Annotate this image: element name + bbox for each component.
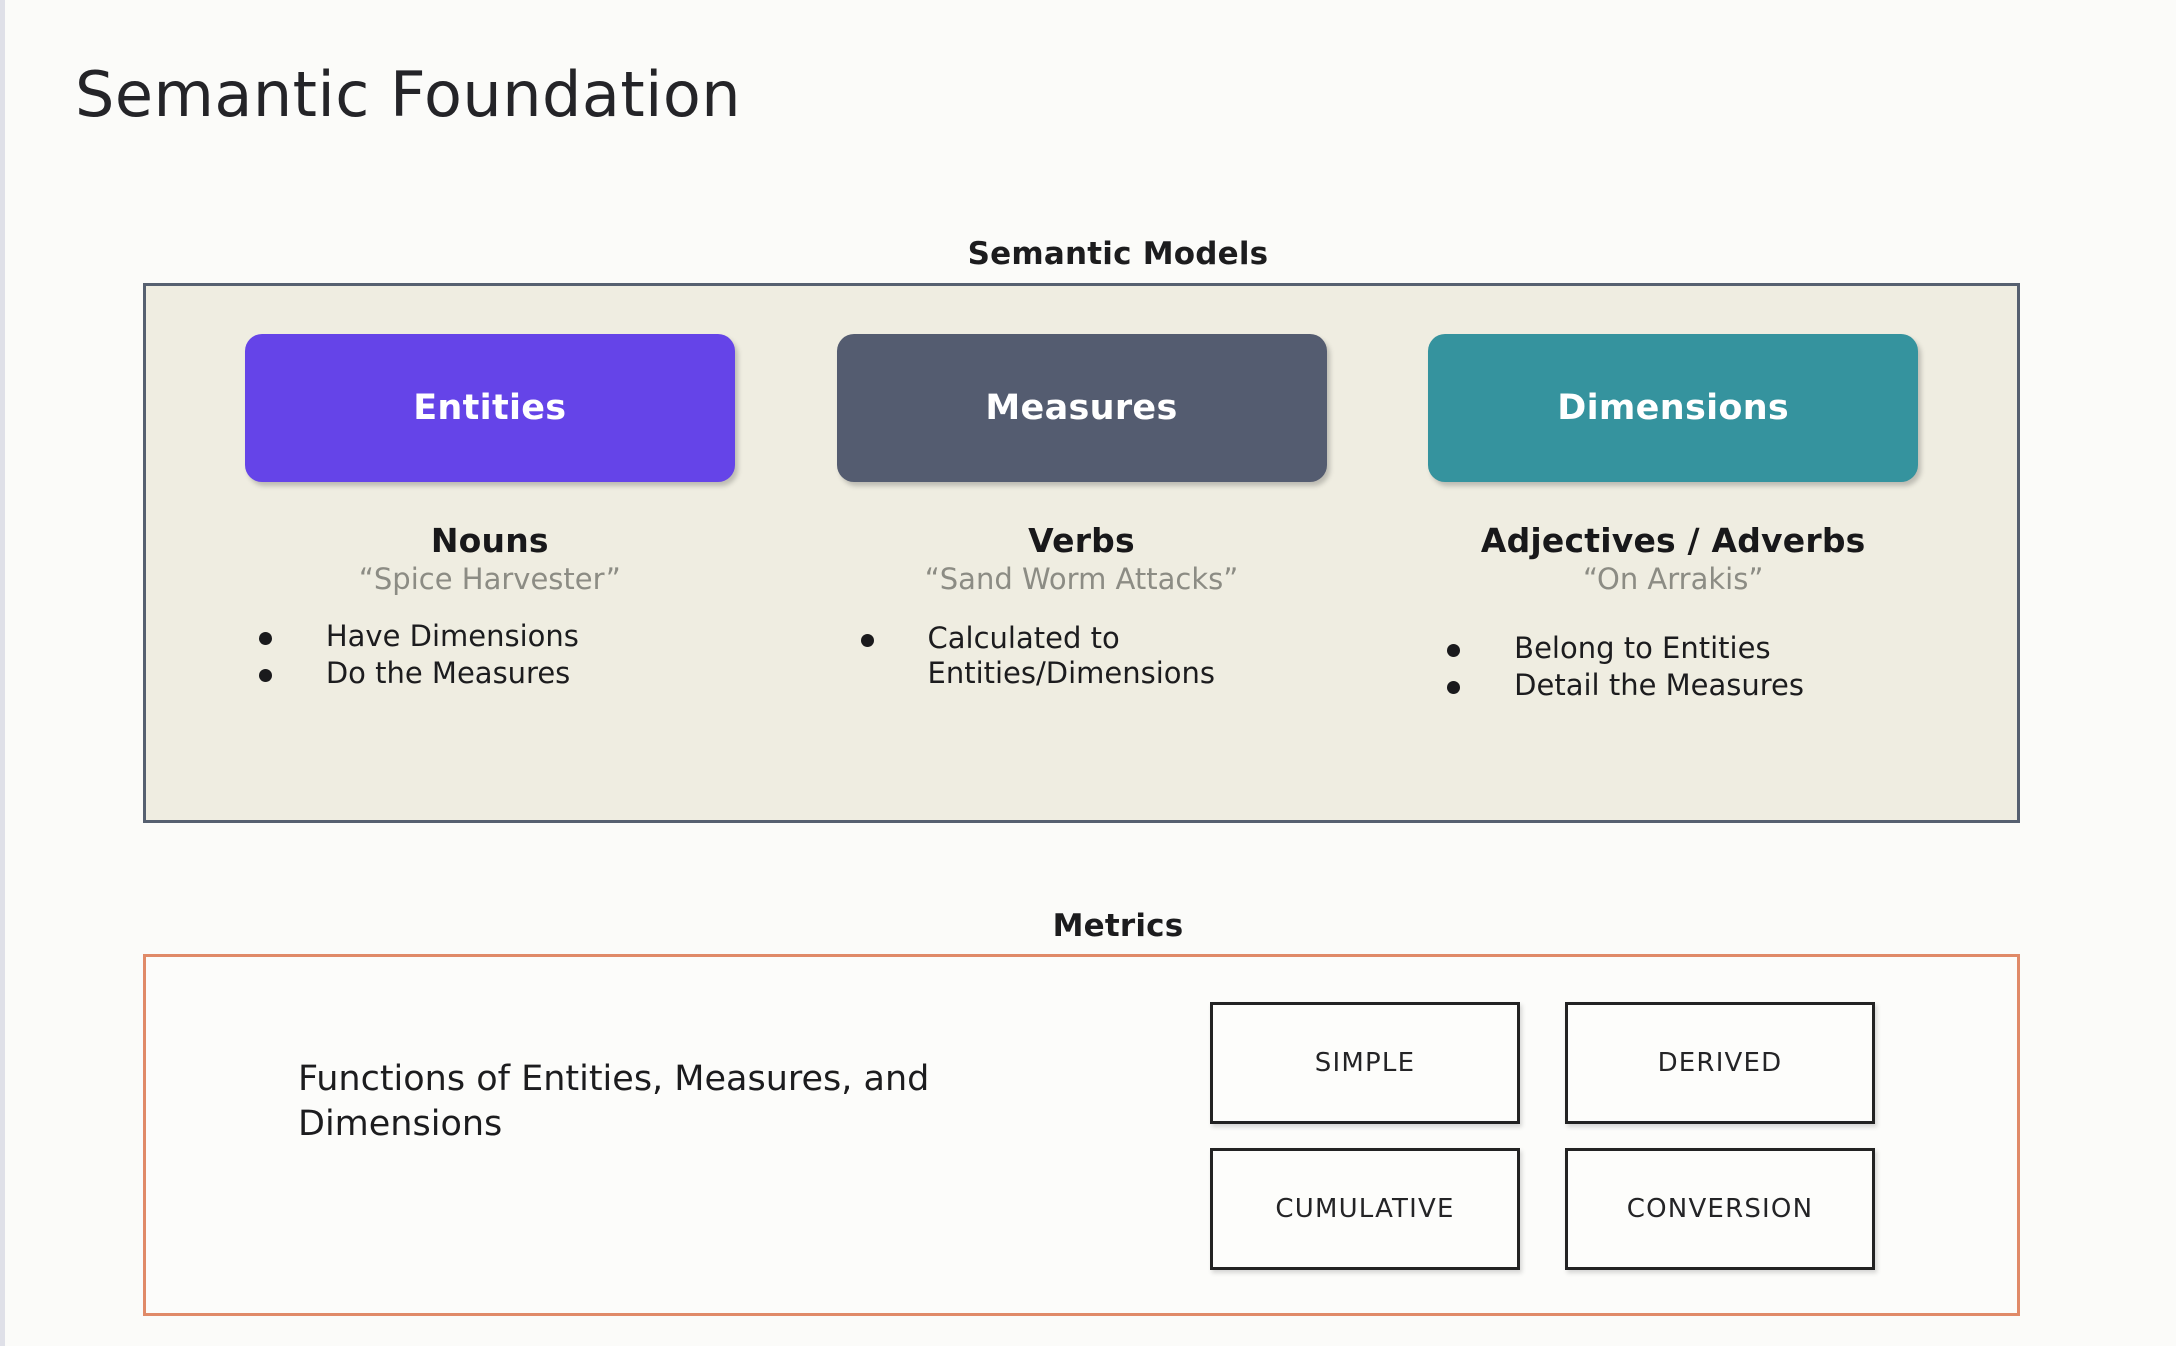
bullet-dot-icon: [258, 669, 272, 683]
measures-bullet-list: Calculated to Entities/Dimensions: [813, 621, 1351, 694]
entities-chip[interactable]: Entities: [244, 334, 735, 482]
semantic-column-measures: Measures Verbs “Sand Worm Attacks” Calcu…: [786, 334, 1378, 820]
semantic-models-panel: Entities Nouns “Spice Harvester” Have Di…: [143, 283, 2020, 823]
metrics-panel: Functions of Entities, Measures, and Dim…: [143, 954, 2020, 1316]
dimensions-bullet-1: Belong to Entities: [1514, 630, 1771, 665]
entities-bullet-2: Do the Measures: [325, 656, 571, 691]
measures-chip[interactable]: Measures: [836, 334, 1327, 482]
bullet-dot-icon: [1447, 681, 1461, 695]
page-title: Semantic Foundation: [75, 58, 742, 131]
list-item: Calculated to Entities/Dimensions: [860, 620, 1351, 692]
measures-bullet-1: Calculated to Entities/Dimensions: [927, 620, 1216, 691]
metric-type-derived[interactable]: DERIVED: [1565, 1002, 1875, 1124]
metrics-heading: Metrics: [1052, 908, 1184, 944]
entities-bullet-list: Have Dimensions Do the Measures: [231, 619, 749, 694]
measures-example: “Sand Worm Attacks”: [924, 561, 1239, 596]
semantic-models-heading: Semantic Models: [967, 236, 1269, 272]
list-item: Have Dimensions: [258, 618, 749, 654]
dimensions-part-of-speech: Adjectives / Adverbs: [1480, 521, 1866, 560]
entities-example: “Spice Harvester”: [358, 561, 621, 596]
metric-type-simple[interactable]: SIMPLE: [1210, 1002, 1520, 1124]
bullet-dot-icon: [1447, 643, 1461, 657]
metric-type-cumulative[interactable]: CUMULATIVE: [1210, 1148, 1520, 1270]
semantic-column-entities: Entities Nouns “Spice Harvester” Have Di…: [194, 334, 786, 820]
semantic-models-columns: Entities Nouns “Spice Harvester” Have Di…: [146, 286, 2017, 820]
metric-type-conversion[interactable]: CONVERSION: [1565, 1148, 1875, 1270]
dimensions-bullet-2: Detail the Measures: [1514, 668, 1804, 703]
dimensions-example: “On Arrakis”: [1583, 561, 1764, 596]
semantic-column-dimensions: Dimensions Adjectives / Adverbs “On Arra…: [1377, 334, 1969, 820]
entities-part-of-speech: Nouns: [430, 521, 549, 560]
dimensions-chip[interactable]: Dimensions: [1428, 334, 1919, 482]
metrics-description: Functions of Entities, Measures, and Dim…: [298, 1059, 930, 1144]
measures-part-of-speech: Verbs: [1028, 521, 1135, 560]
bullet-dot-icon: [258, 631, 272, 645]
metrics-type-grid: SIMPLE DERIVED CUMULATIVE CONVERSION: [1210, 1002, 1875, 1270]
list-item: Belong to Entities: [1447, 631, 1937, 666]
bullet-dot-icon: [860, 633, 874, 647]
list-item: Do the Measures: [258, 656, 749, 691]
left-edge-strip: [0, 0, 5, 1346]
entities-bullet-1: Have Dimensions: [325, 618, 579, 653]
dimensions-bullet-list: Belong to Entities Detail the Measures: [1409, 631, 1937, 706]
list-item: Detail the Measures: [1447, 668, 1937, 703]
